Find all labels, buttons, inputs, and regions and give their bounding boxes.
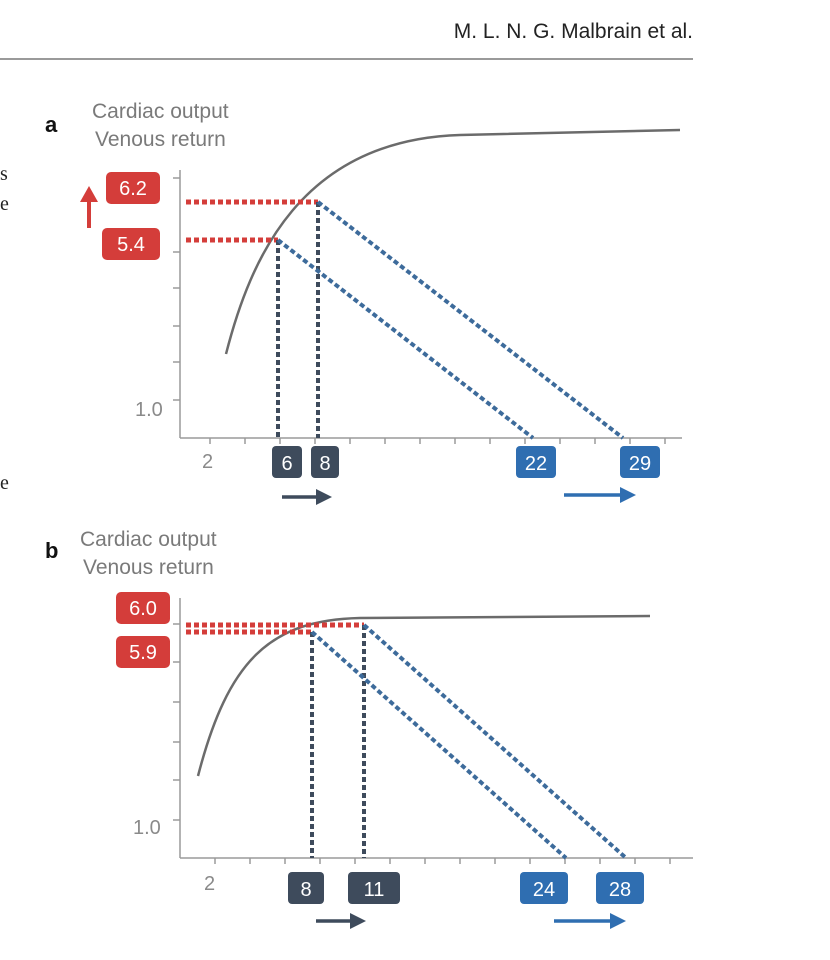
preload-shift-arrow [316,913,366,929]
venous-box-24-label: 24 [533,879,555,901]
chart-panel-b: b Cardiac output Venous return 1.0 2 [0,520,830,960]
venous-return-line-22 [276,238,535,440]
venous-box-22-label: 22 [525,453,547,475]
venous-box-28: 28 [596,872,644,904]
preload-box-8-label: 8 [319,453,330,475]
edge-text-2: e [0,193,9,215]
preload-box-11-label: 11 [364,879,385,901]
x-ticks [209,438,666,444]
venous-shift-arrow [554,913,626,929]
panel-label-b: b [45,538,58,563]
venous-box-24: 24 [520,872,568,904]
chart-panel-a: a Cardiac output Venous return 1.0 2 [0,90,830,510]
venous-return-line-24 [310,630,568,860]
preload-box-6: 6 [272,446,302,478]
venous-shift-arrow [564,487,636,503]
ylabel-line-2: Venous return [95,128,226,151]
edge-text-1: s [0,163,8,185]
x-tick-label-2: 2 [202,451,213,473]
preload-box-8: 8 [288,872,324,904]
co-box-5.9: 5.9 [116,636,170,668]
y-tick-label-1.0: 1.0 [135,399,163,421]
preload-box-6-label: 6 [281,453,292,475]
co-box-6.0: 6.0 [116,592,170,624]
preload-shift-arrow [282,489,332,505]
co-box-5.4: 5.4 [102,228,160,260]
venous-box-29-label: 29 [629,453,651,475]
co-box-5.4-label: 5.4 [117,234,145,256]
y-ticks [173,623,180,821]
preload-box-11: 11 [348,872,400,904]
co-box-6.0-label: 6.0 [129,598,157,620]
venous-box-22: 22 [516,446,556,478]
venous-return-line-29 [316,200,625,440]
y-ticks [173,177,180,401]
cardiac-function-curve [196,614,651,777]
co-box-5.9-label: 5.9 [129,642,157,664]
cardiac-function-curve [224,128,681,355]
header-rule [0,58,693,60]
edge-text-3: e [0,472,9,494]
venous-return-line-28 [362,623,628,860]
preload-box-8: 8 [311,446,339,478]
header-author: M. L. N. G. Malbrain et al. [453,20,693,43]
ylabel-line-2: Venous return [83,556,214,579]
x-tick-label-2: 2 [204,873,215,895]
chart-b-svg: b Cardiac output Venous return 1.0 2 [45,528,693,929]
co-increase-arrow [80,186,98,228]
ylabel-line-1: Cardiac output [92,100,229,123]
chart-a-svg: a Cardiac output Venous return 1.0 2 [45,100,682,505]
panel-label-a: a [45,112,58,137]
venous-box-28-label: 28 [609,879,631,901]
ylabel-line-1: Cardiac output [80,528,217,551]
co-box-6.2-label: 6.2 [119,178,147,200]
x-ticks [214,858,671,864]
venous-box-29: 29 [620,446,660,478]
preload-box-8-label: 8 [300,879,311,901]
co-box-6.2: 6.2 [106,172,160,204]
y-tick-label-1.0: 1.0 [133,817,161,839]
